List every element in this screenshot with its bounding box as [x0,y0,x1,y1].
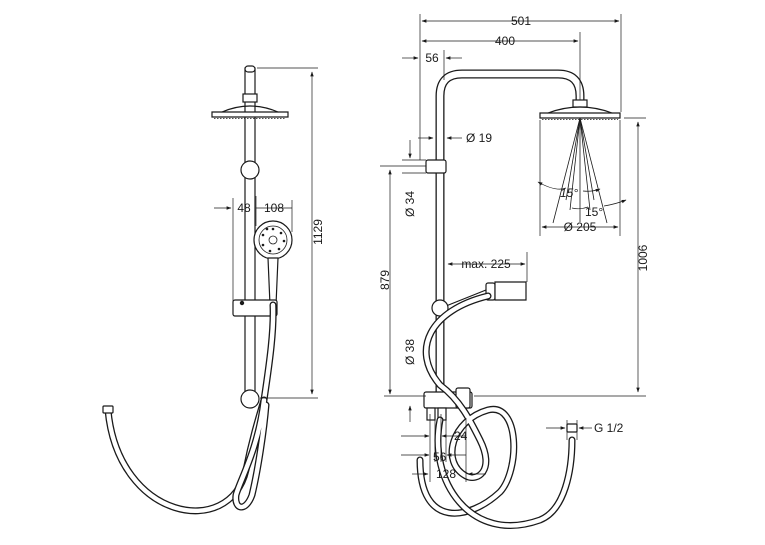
front-shower-hose [102,301,277,515]
dim-max-225-label: max. 225 [461,257,511,271]
dim-400-label: 400 [495,34,515,48]
dim-501-label: 501 [511,14,531,28]
dim-dia-34-label: Ø 34 [403,191,417,217]
front-overhead-shower [211,93,289,119]
side-shower-hose [416,292,578,529]
spray-angle-lines [537,117,627,224]
front-slider [232,299,278,317]
front-hand-shower [253,220,293,306]
front-hand-shower-nozzles [261,227,286,253]
angle-15-label-b: 15° [585,205,603,219]
dim-dia-19-label: Ø 19 [466,131,492,145]
side-overhead-shower [539,99,621,120]
dim-1129-label: 1129 [311,219,325,245]
dim-56-bottom-label: 56 [433,450,447,464]
front-riser-top-cap [244,65,256,73]
side-upper-holder [425,159,447,174]
dim-24-label: 24 [454,429,468,443]
dim-205-label: Ø 205 [564,220,597,234]
dim-dia-38-label: Ø 38 [403,339,417,365]
side-riser-and-arm [435,69,585,400]
dim-128-label: 128 [436,467,456,481]
side-view: 15° 15° Ø 205 [378,14,650,529]
front-lower-knob [240,389,260,409]
dim-thread-label: G 1/2 [594,421,624,435]
front-view: 1129 48 108 [102,65,325,515]
dim-56-top-label: 56 [425,51,439,65]
dim-1006-label: 1006 [636,244,650,271]
front-upper-knob [240,160,260,180]
dim-48-label: 48 [237,201,251,215]
angle-15-label-a: 15° [560,186,578,200]
dim-108-label: 108 [264,201,284,215]
dim-879-label: 879 [378,270,392,290]
